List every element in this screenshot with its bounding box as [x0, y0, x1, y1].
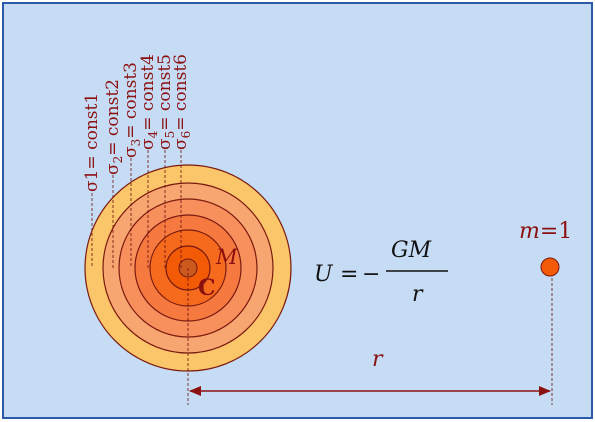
sigma-label-3: σ3= const3	[121, 62, 143, 158]
potential-formula: U = − GM r	[314, 238, 448, 307]
sigma-label-6: σ6= const6	[171, 54, 193, 150]
formula-equals: =	[340, 262, 358, 287]
formula-minus: −	[362, 262, 380, 287]
sigma-label-4: σ4= const4	[138, 54, 160, 150]
formula-numerator: GM	[391, 238, 432, 263]
sigma-label-5: σ5= const5	[155, 54, 177, 150]
label-guides	[91, 150, 553, 405]
test-mass	[540, 257, 560, 277]
center-label: C	[198, 275, 216, 301]
sigma-label-1: σ1= const1	[82, 93, 102, 192]
formula-lhs: U	[314, 262, 334, 287]
sigma-label-2: σ2= const2	[103, 79, 125, 175]
distance-label: r	[372, 347, 384, 372]
mass-label: M	[215, 245, 238, 269]
test-mass-label: m=1	[519, 219, 572, 244]
formula-denominator: r	[412, 282, 424, 307]
sigma-label-group: σ1= const1 σ2= const2 σ3= const3 σ4= con…	[82, 54, 193, 192]
